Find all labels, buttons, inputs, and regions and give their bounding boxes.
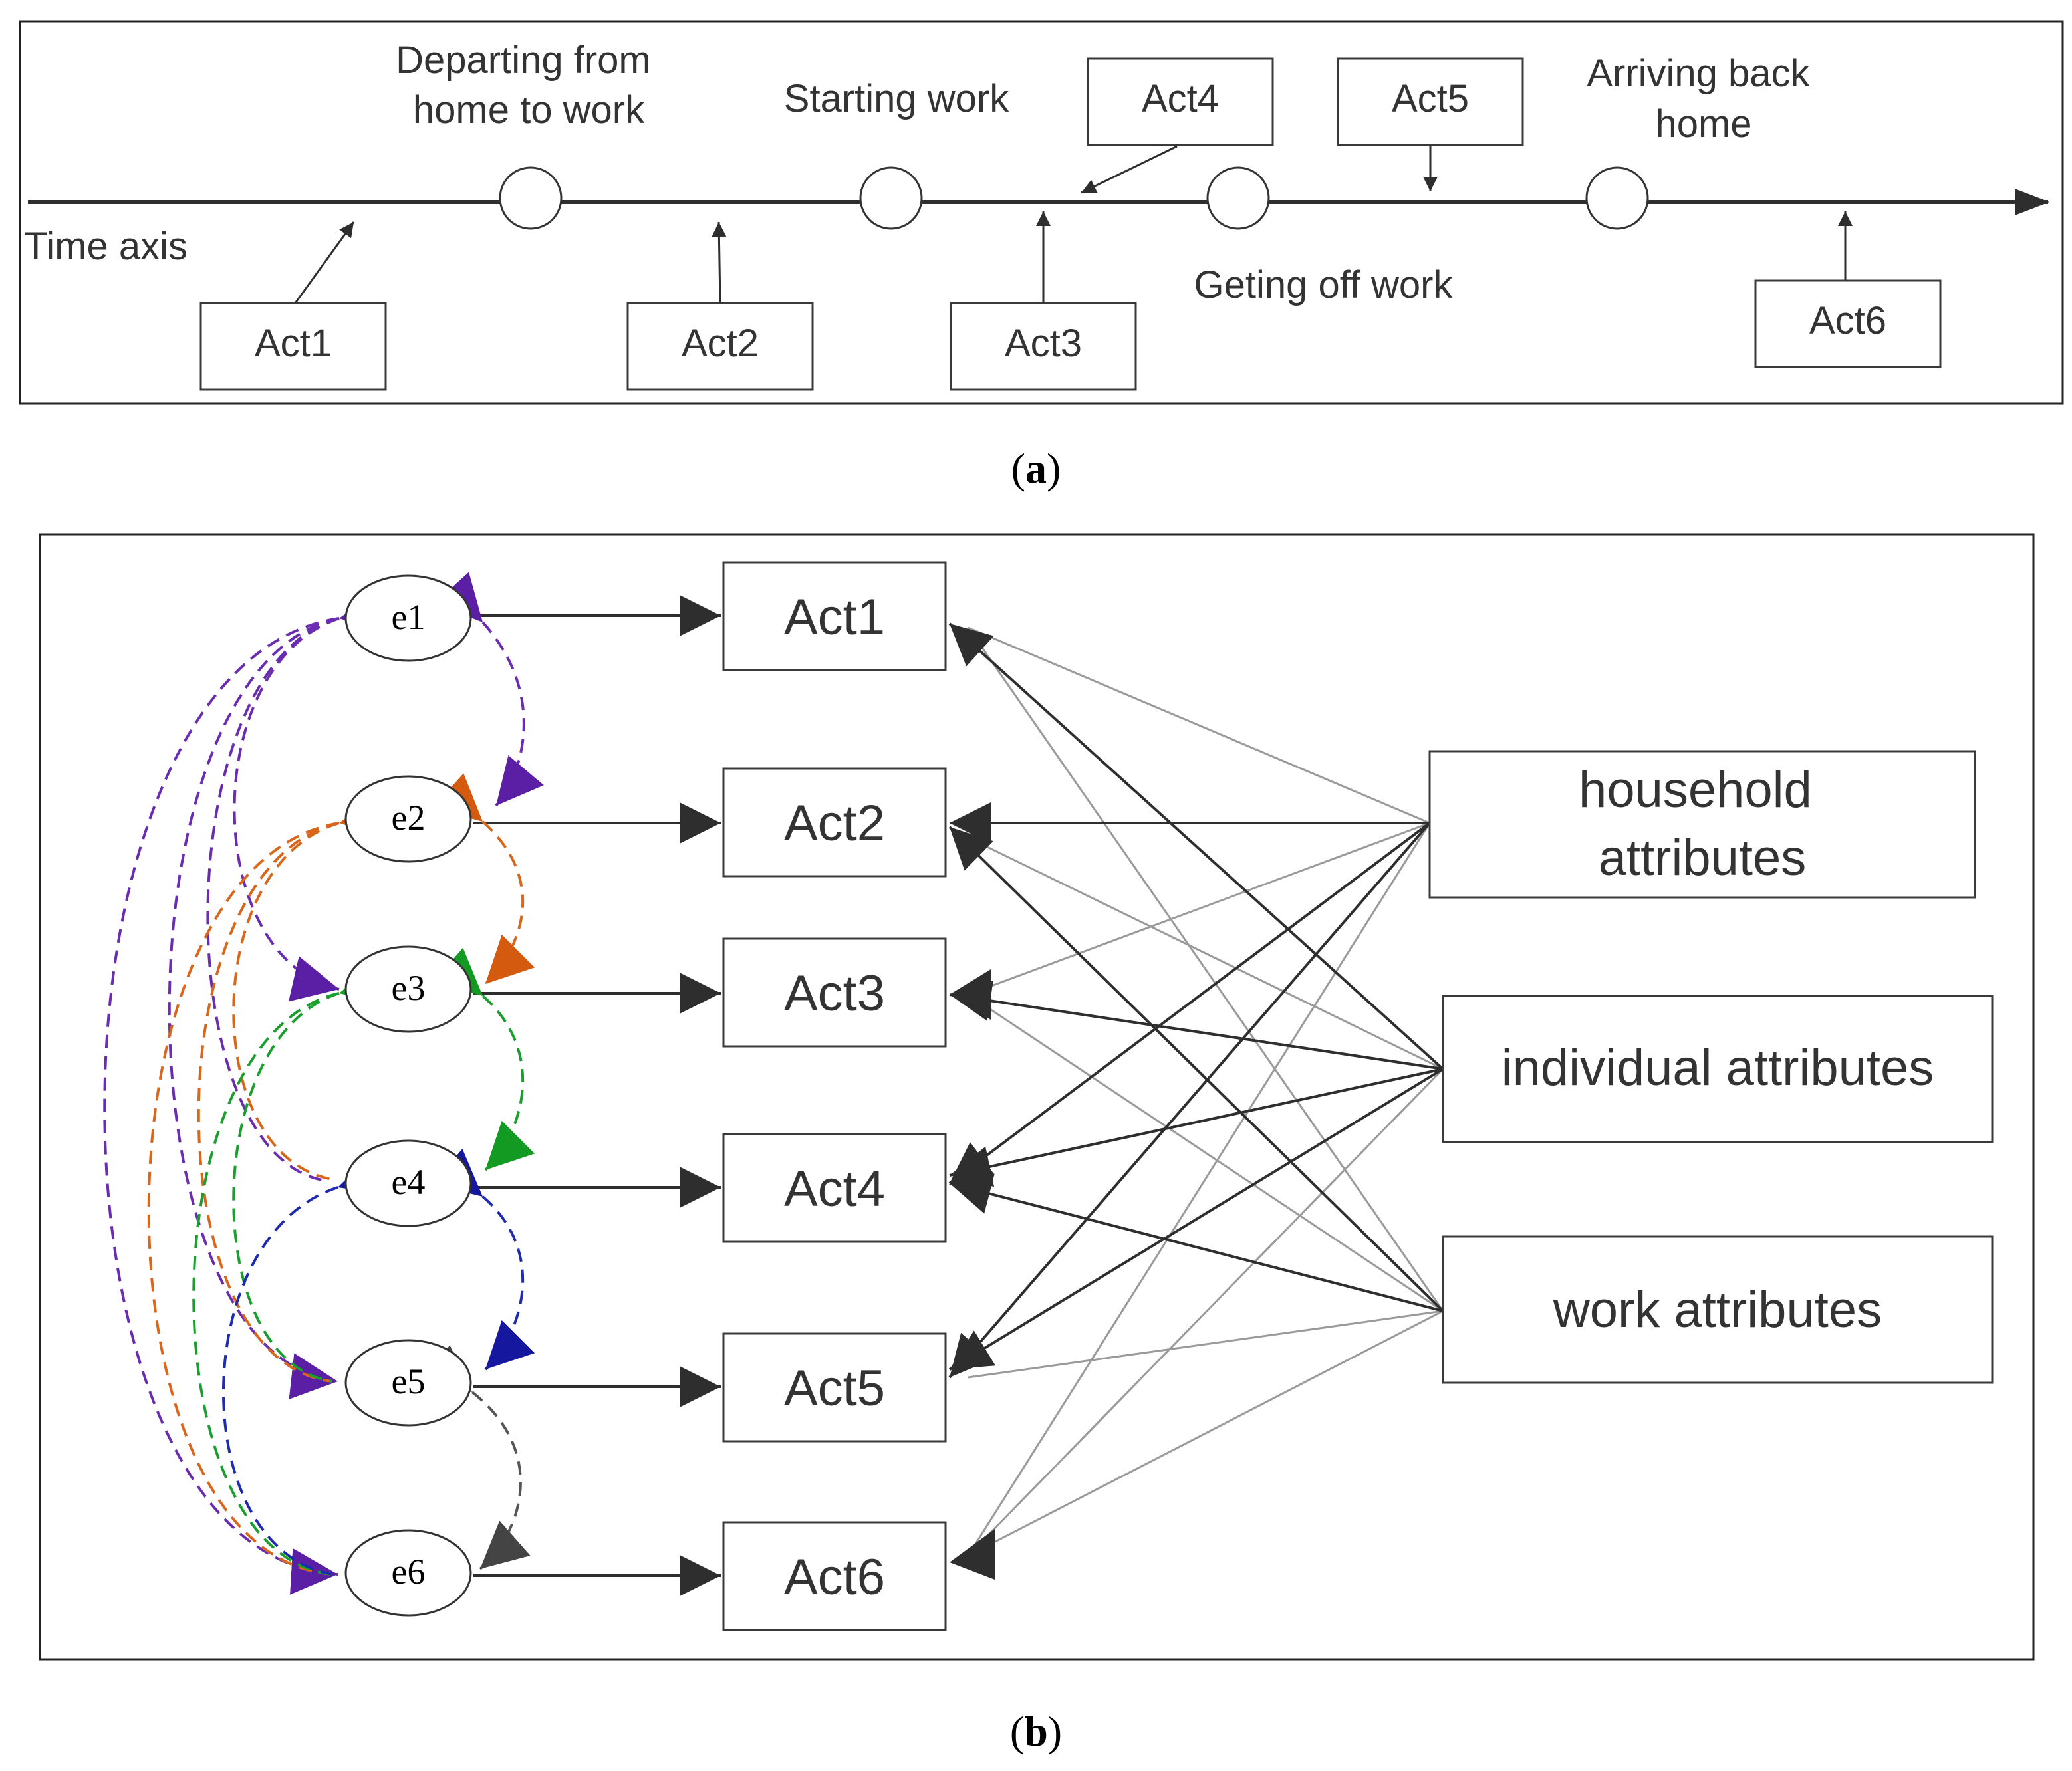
covariance-e4-e6 xyxy=(222,1150,390,1576)
error-node-e2: e2 xyxy=(344,775,472,863)
covariance-e5-e6 xyxy=(421,1345,531,1570)
activity-box-a-1: Act1 xyxy=(199,302,387,391)
activity-box-b-3: Act3 xyxy=(722,937,947,1048)
attribute-box-individual: individual attributes xyxy=(1442,995,1994,1143)
svg-text:e2: e2 xyxy=(392,798,426,838)
activity-box-a-3: Act3 xyxy=(950,302,1137,391)
error-node-e6: e6 xyxy=(344,1529,472,1617)
time-axis-label: Time axis xyxy=(24,225,188,268)
arrow-household-act3 xyxy=(968,822,1430,996)
covariance-e4-e5 xyxy=(432,1148,535,1371)
activity-box-b-2: Act2 xyxy=(722,767,947,878)
event-label-depart: Departing from home to work xyxy=(396,39,662,132)
svg-text:work attributes: work attributes xyxy=(1553,1282,1882,1338)
attribute-box-work: work attributes xyxy=(1442,1235,1994,1384)
panel-a-frame xyxy=(19,20,2064,405)
event-circle-start xyxy=(859,166,923,230)
event-circle-depart xyxy=(499,166,563,230)
svg-text:e5: e5 xyxy=(392,1361,426,1401)
svg-text:e4: e4 xyxy=(392,1162,426,1202)
svg-text:Act3: Act3 xyxy=(784,965,885,1022)
caption-b: (b) xyxy=(1010,1708,1062,1755)
arrow-work-act3 xyxy=(968,993,1444,1312)
covariance-e2-e6 xyxy=(147,792,389,1576)
activity-box-a-5: Act5 xyxy=(1337,57,1524,146)
arrow-individual-act2 xyxy=(968,836,1444,1070)
panel-b: e1 e2 e3 e4 e5 e6 Act1 Act2 xyxy=(39,533,2035,1755)
activity-box-a-4: Act4 xyxy=(1087,57,1274,146)
svg-text:Act4: Act4 xyxy=(784,1161,885,1217)
svg-text:individual attributes: individual attributes xyxy=(1501,1040,1934,1096)
covariance-e1-e6 xyxy=(103,588,389,1595)
panel-a: Time axis Departing from home to work St… xyxy=(19,20,2064,492)
pointer-arrow-act4 xyxy=(1081,145,1178,194)
svg-text:Act6: Act6 xyxy=(784,1549,885,1605)
time-axis-arrowhead-icon xyxy=(2015,189,2049,215)
arrow-individual-act3 xyxy=(949,980,1444,1070)
svg-text:Act2: Act2 xyxy=(784,795,885,852)
activity-box-a-2: Act2 xyxy=(626,302,814,391)
arrow-individual-act5 xyxy=(948,1068,1444,1371)
arrow-individual-act6 xyxy=(967,1068,1444,1557)
svg-text:e3: e3 xyxy=(392,968,426,1008)
arrowhead-act6-icon xyxy=(950,1529,995,1580)
error-node-e5: e5 xyxy=(344,1339,472,1427)
covariance-e2-e4 xyxy=(232,822,340,1181)
arrow-work-act2 xyxy=(948,826,1444,1312)
arrow-work-act5 xyxy=(968,1310,1444,1379)
activity-box-b-6: Act6 xyxy=(722,1521,947,1631)
attribute-arrows xyxy=(948,622,1444,1580)
covariance-e3-e4 xyxy=(432,947,535,1171)
covariance-e1-e4 xyxy=(206,617,340,1182)
arrow-household-act6 xyxy=(967,822,1431,1556)
svg-text:e6: e6 xyxy=(392,1552,426,1592)
svg-text:Act5: Act5 xyxy=(784,1360,885,1417)
activity-box-b-1: Act1 xyxy=(722,561,947,671)
pointer-arrow-act1 xyxy=(294,221,355,304)
svg-text:Act5: Act5 xyxy=(1392,77,1469,120)
svg-text:Act1: Act1 xyxy=(784,589,885,646)
arrow-individual-act4 xyxy=(949,1068,1444,1187)
arrow-work-act1 xyxy=(967,627,1444,1312)
covariance-e2-e5 xyxy=(197,822,340,1383)
error-node-e1: e1 xyxy=(344,574,472,662)
event-label-off: Geting off work xyxy=(1194,263,1453,306)
activity-box-b-4: Act4 xyxy=(722,1133,947,1243)
covariance-e1-e3 xyxy=(233,617,340,1002)
arrow-work-act4 xyxy=(949,1173,1444,1312)
arrow-household-act4 xyxy=(948,822,1431,1185)
svg-text:e1: e1 xyxy=(392,597,426,637)
panel-b-frame xyxy=(39,533,2035,1661)
svg-text:Act1: Act1 xyxy=(255,322,332,365)
event-circle-off xyxy=(1206,166,1270,230)
activity-box-a-6: Act6 xyxy=(1754,279,1942,368)
error-node-e4: e4 xyxy=(344,1139,472,1227)
arrow-household-act5 xyxy=(948,822,1431,1379)
arrow-work-act6 xyxy=(968,1310,1444,1557)
svg-text:household attributes: household attributes xyxy=(1579,762,1826,886)
activity-box-b-5: Act5 xyxy=(722,1332,947,1443)
event-label-start: Starting work xyxy=(784,77,1009,120)
attribute-box-household: household attributes xyxy=(1428,750,1976,899)
event-label-arrive: Arriving back home xyxy=(1587,52,1820,146)
caption-a: (a) xyxy=(1011,445,1061,492)
svg-text:Act6: Act6 xyxy=(1809,299,1886,342)
error-node-e3: e3 xyxy=(344,945,472,1033)
svg-text:Act4: Act4 xyxy=(1142,77,1219,120)
covariance-e1-e2 xyxy=(434,572,544,807)
covariance-e1-e5 xyxy=(168,617,340,1399)
arrowhead-act3-icon xyxy=(950,969,991,1020)
covariance-e3-e5 xyxy=(232,992,340,1383)
svg-text:Act2: Act2 xyxy=(682,322,759,365)
event-circle-arrive xyxy=(1585,166,1649,230)
arrow-individual-act1 xyxy=(948,622,1444,1070)
covariance-e2-e3 xyxy=(432,773,535,985)
pointer-arrow-act2 xyxy=(712,221,727,304)
covariance-e3-e6 xyxy=(192,960,390,1576)
arrow-household-act1 xyxy=(968,626,1430,824)
svg-text:Act3: Act3 xyxy=(1005,322,1082,365)
